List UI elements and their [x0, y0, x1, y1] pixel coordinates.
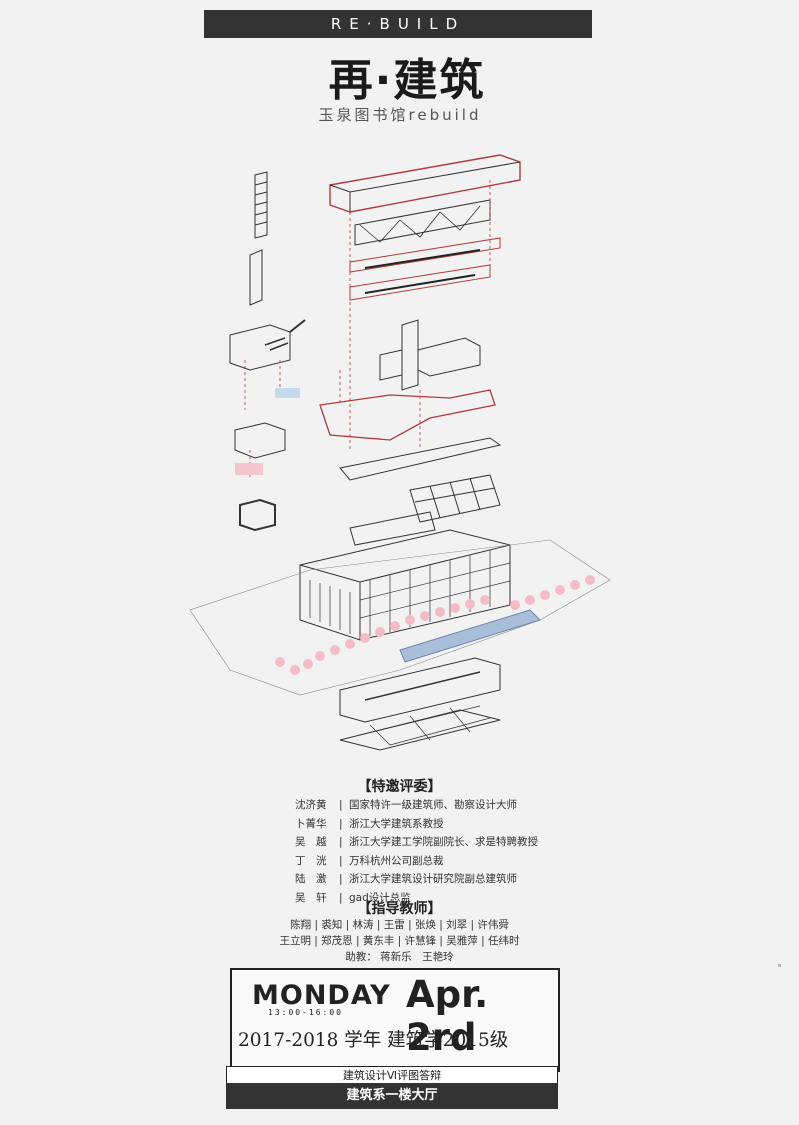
jury-name: 卜菁华: [295, 817, 327, 830]
poster-title: 再·建筑: [328, 55, 486, 106]
truss-layer: [354, 199, 491, 246]
jury-role: 浙江大学建筑设计研究院副总建筑师: [349, 873, 517, 885]
jury-name: 陆 激: [295, 873, 327, 885]
column-grid: [409, 474, 501, 523]
small-block-2: [234, 422, 286, 459]
tower-element: [401, 319, 419, 391]
frame-cube: [239, 498, 276, 532]
basement-grid: [339, 709, 501, 751]
floor-plate-lower: [349, 264, 491, 301]
jury-name: 吴 越: [295, 836, 327, 848]
wall-element: [249, 249, 263, 306]
jury-role: gad设计总监: [349, 891, 411, 904]
jury-list: 沈济黄|国家特许一级建筑师、勘察设计大师 卜菁华|浙江大学建筑系教授 吴 越|浙…: [295, 796, 538, 907]
poster-subtitle: 玉泉图书馆rebuild: [318, 106, 482, 124]
jury-role: 浙江大学建筑系教授: [349, 817, 444, 830]
pond: [399, 609, 541, 663]
teachers-line-2: 王立明 | 郑茂恩 | 黄东丰 | 许慧锋 | 吴雅萍 | 任纬时: [279, 935, 520, 947]
courtyard-plate: [339, 437, 502, 481]
exploded-axonometric-illustration: [190, 154, 611, 751]
jury-role: 国家特许一级建筑师、勘察设计大师: [349, 799, 517, 811]
teachers-heading: 【指导教师】: [357, 901, 442, 917]
event-location: 建筑系一楼大厅: [226, 1083, 558, 1109]
top-banner: RE·BUILD: [204, 10, 592, 38]
stair-tower: [254, 171, 268, 239]
jury-row: 吴 越|浙江大学建工学院副院长、求是特聘教授: [295, 833, 538, 852]
event-year-line: 2017-2018 学年 建筑学2015级: [238, 1030, 509, 1051]
event-info-box: MONDAY 13:00-16:00 Apr. 2rd 2017-2018 学年…: [230, 968, 560, 1072]
jury-heading: 【特邀评委】: [357, 779, 442, 795]
site-ground: [190, 539, 611, 696]
main-floor-plate: [319, 389, 496, 441]
event-time: 13:00-16:00: [268, 1008, 343, 1017]
decorative-dot: [778, 964, 781, 967]
jury-row: 陆 激|浙江大学建筑设计研究院副总建筑师: [295, 870, 538, 889]
jury-name: 丁 洸: [295, 854, 327, 867]
jury-row: 卜菁华|浙江大学建筑系教授: [295, 815, 538, 834]
main-building: [299, 529, 511, 641]
roof-volume: [329, 154, 521, 213]
teachers-line-1: 陈翔 | 裘知 | 林涛 | 王雷 | 张焕 | 刘翠 | 许伟舜: [290, 919, 509, 931]
jury-name: 沈济黄: [295, 799, 327, 811]
basement-slab: [339, 657, 501, 723]
jury-row: 吴 轩|gad设计总监: [295, 889, 538, 908]
event-date: Apr. 2rd: [406, 973, 489, 1059]
event-weekday: MONDAY: [252, 980, 391, 1011]
jury-name: 吴 轩: [295, 891, 327, 904]
jury-row: 沈济黄|国家特许一级建筑师、勘察设计大师: [295, 796, 538, 815]
jury-row: 丁 洸|万科杭州公司副总裁: [295, 852, 538, 871]
jury-role: 万科杭州公司副总裁: [349, 854, 444, 867]
assistants-line: 助教： 蒋新乐 王艳玲: [345, 951, 454, 963]
small-block: [229, 324, 291, 371]
jury-role: 浙江大学建工学院副院长、求是特聘教授: [349, 836, 538, 848]
